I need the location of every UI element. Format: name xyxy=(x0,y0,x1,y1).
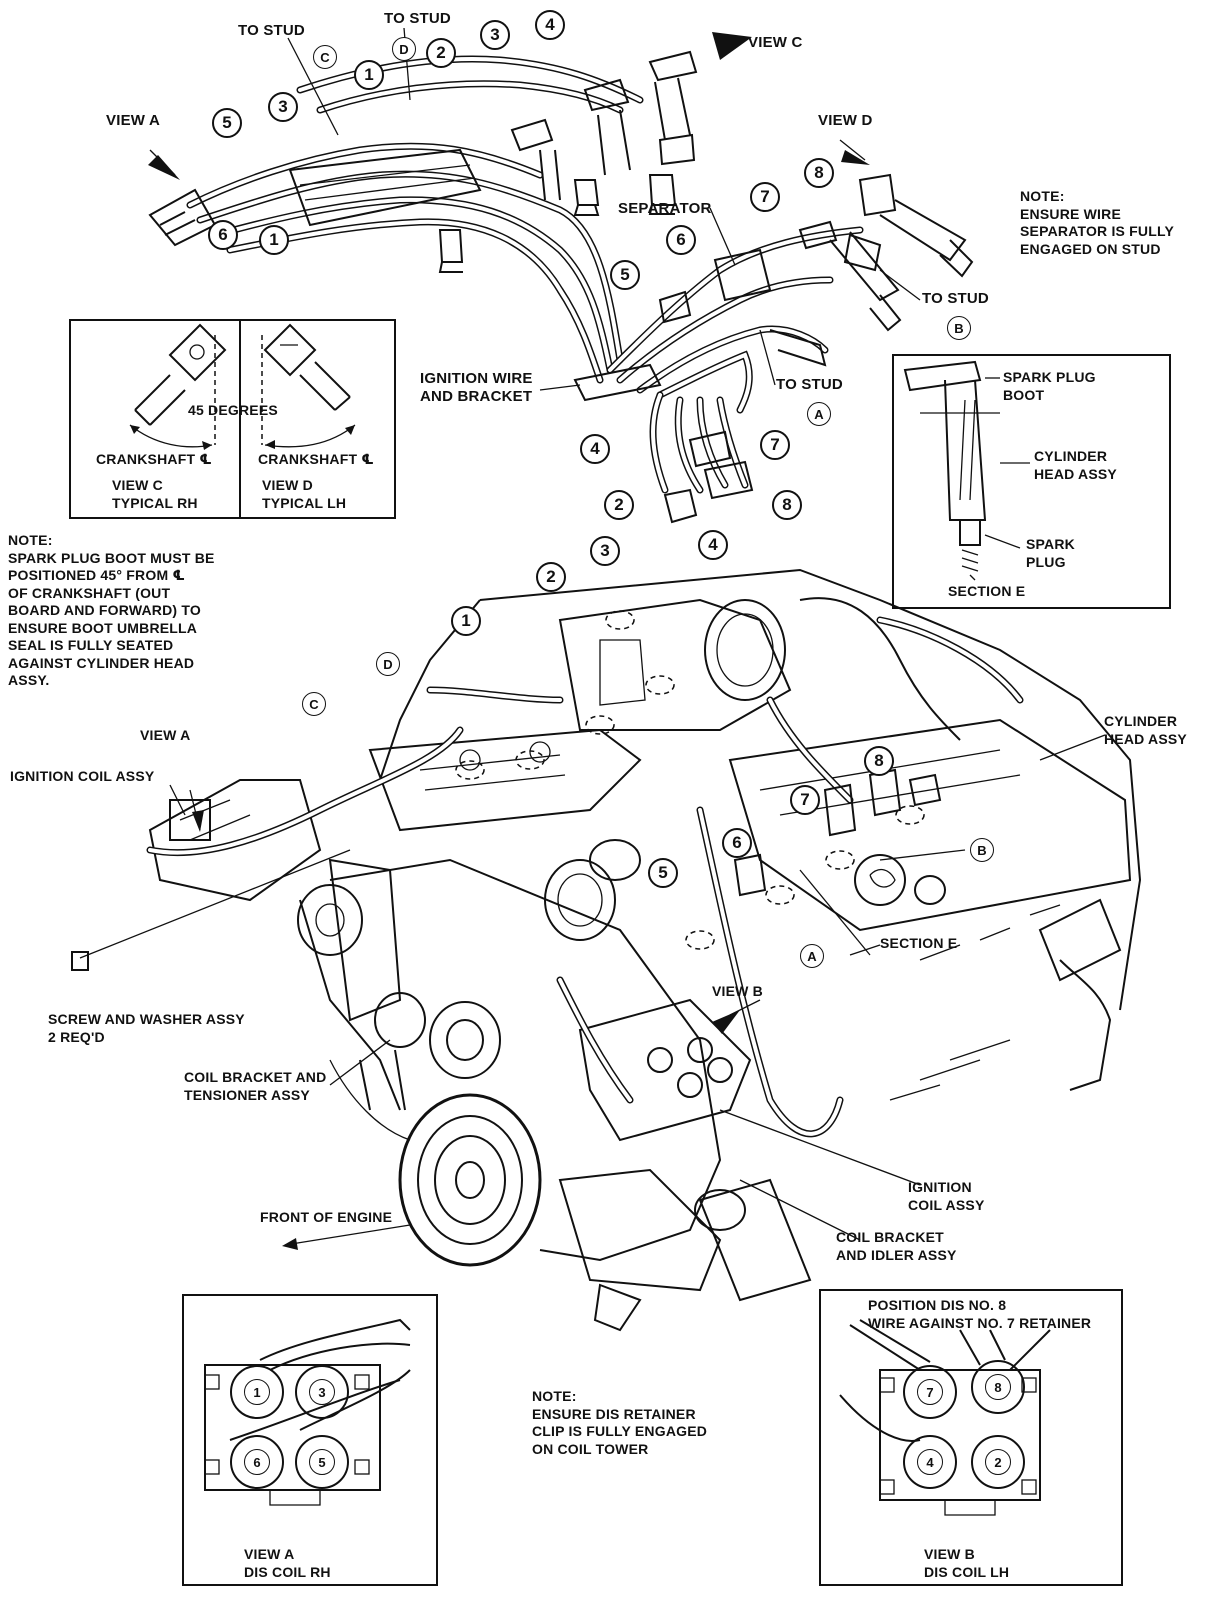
crankshaft-cl-lh-label: CRANKSHAFT ℄ xyxy=(258,451,375,467)
dis-rh-tower-1: 1 xyxy=(244,1379,270,1405)
crankshaft-cl-rh-label: CRANKSHAFT ℄ xyxy=(96,451,213,467)
dis-lh-tower-8: 8 xyxy=(985,1374,1011,1400)
note-dis-retainer: NOTE: ENSURE DIS RETAINER CLIP IS FULLY … xyxy=(532,1388,708,1457)
separator-label: SEPARATOR xyxy=(618,200,712,217)
callout-top-d: D xyxy=(392,37,416,61)
callout-top-1b: 1 xyxy=(259,225,289,255)
callout-top-2: 2 xyxy=(426,38,456,68)
view-a-engine-label: VIEW A xyxy=(140,727,191,743)
view-d-arrow-label: VIEW D xyxy=(818,112,873,129)
dis-coil-rh-inset xyxy=(182,1294,438,1586)
callout-mid-8: 8 xyxy=(772,490,802,520)
cylinder-head-assy-right-label: CYLINDER HEAD ASSY xyxy=(1104,713,1187,747)
callout-eng-2: 2 xyxy=(536,562,566,592)
callout-eng-d: D xyxy=(376,652,400,676)
front-of-engine-label: FRONT OF ENGINE xyxy=(260,1209,393,1225)
coil-bracket-idler-label: COIL BRACKET AND IDLER ASSY xyxy=(836,1229,957,1263)
coil-bracket-tensioner-label: COIL BRACKET AND TENSIONER ASSY xyxy=(184,1069,327,1103)
ignition-coil-assy-right-label: IGNITION COIL ASSY xyxy=(908,1179,985,1213)
callout-eng-4: 4 xyxy=(698,530,728,560)
callout-rh-6: 6 xyxy=(666,225,696,255)
dis-rh-tower-3: 3 xyxy=(309,1379,335,1405)
callout-eng-1: 1 xyxy=(451,606,481,636)
lh-wire-harness xyxy=(573,173,974,414)
view-d-typical-lh-label: VIEW D TYPICAL LH xyxy=(262,477,347,511)
callout-eng-c: C xyxy=(302,692,326,716)
callout-mid-4: 4 xyxy=(580,434,610,464)
engine-block xyxy=(146,568,1142,1332)
section-e-engine-label: SECTION E xyxy=(880,935,958,951)
dis-lh-tower-7: 7 xyxy=(917,1379,943,1405)
spark-plug-boot-label: SPARK PLUG BOOT xyxy=(1003,369,1096,403)
callout-top-1: 1 xyxy=(354,60,384,90)
view-c-typical-rh-label: VIEW C TYPICAL RH xyxy=(112,477,198,511)
callout-top-5: 5 xyxy=(212,108,242,138)
view-a-top-label: VIEW A xyxy=(106,112,160,129)
callout-rh-b: B xyxy=(947,316,971,340)
degrees-45-label: 45 DEGREES xyxy=(188,402,278,418)
spark-plug-label: SPARK PLUG xyxy=(1026,536,1075,570)
center-wire-bundle xyxy=(649,391,754,524)
callout-eng-5: 5 xyxy=(648,858,678,888)
section-e-inset xyxy=(892,354,1171,609)
note-wire-separator: NOTE: ENSURE WIRE SEPARATOR IS FULLY ENG… xyxy=(1020,188,1174,257)
dis-lh-tower-2: 2 xyxy=(985,1449,1011,1475)
dis-rh-tower-6: 6 xyxy=(244,1449,270,1475)
leader-lines xyxy=(71,27,1106,1250)
callout-eng-7: 7 xyxy=(790,785,820,815)
callout-rh-a: A xyxy=(807,402,831,426)
position-dis-label: POSITION DIS NO. 8 WIRE AGAINST NO. 7 RE… xyxy=(868,1297,1092,1331)
dis-rh-tower-5: 5 xyxy=(309,1449,335,1475)
to-stud-label-a: TO STUD xyxy=(776,376,843,393)
callout-eng-a: A xyxy=(800,944,824,968)
view-b-dis-coil-lh-label: VIEW B DIS COIL LH xyxy=(924,1546,1010,1580)
to-stud-label-c: TO STUD xyxy=(238,22,305,39)
callout-top-6: 6 xyxy=(208,220,238,250)
to-stud-label-b: TO STUD xyxy=(922,290,989,307)
ignition-wire-bracket-label: IGNITION WIRE AND BRACKET xyxy=(420,370,533,405)
callout-mid-7: 7 xyxy=(760,430,790,460)
callout-eng-6: 6 xyxy=(722,828,752,858)
view-c-arrow-label: VIEW C xyxy=(748,34,803,51)
callout-mid-2: 2 xyxy=(604,490,634,520)
callout-top-4: 4 xyxy=(535,10,565,40)
callout-top-c: C xyxy=(313,45,337,69)
ignition-coil-assy-left-label: IGNITION COIL ASSY xyxy=(10,768,155,784)
callout-rh-5: 5 xyxy=(610,260,640,290)
callout-top-3b: 3 xyxy=(268,92,298,122)
callout-rh-8: 8 xyxy=(804,158,834,188)
cylinder-head-section-label: CYLINDER HEAD ASSY xyxy=(1034,448,1117,482)
screw-washer-label: SCREW AND WASHER ASSY 2 REQ'D xyxy=(48,1011,245,1045)
to-stud-label-d: TO STUD xyxy=(384,10,451,27)
callout-eng-3: 3 xyxy=(590,536,620,566)
dis-coil-lh-inset xyxy=(819,1289,1123,1586)
note-spark-plug-boot: NOTE: SPARK PLUG BOOT MUST BE POSITIONED… xyxy=(8,532,215,688)
callout-top-3: 3 xyxy=(480,20,510,50)
view-b-label: VIEW B xyxy=(712,983,763,999)
dis-lh-tower-4: 4 xyxy=(917,1449,943,1475)
view-a-dis-coil-rh-label: VIEW A DIS COIL RH xyxy=(244,1546,331,1580)
callout-rh-7: 7 xyxy=(750,182,780,212)
rh-wire-harness xyxy=(148,50,698,384)
section-e-box-label: SECTION E xyxy=(948,583,1026,599)
callout-eng-b: B xyxy=(970,838,994,862)
callout-eng-8: 8 xyxy=(864,746,894,776)
view-c-d-inset xyxy=(69,319,396,519)
